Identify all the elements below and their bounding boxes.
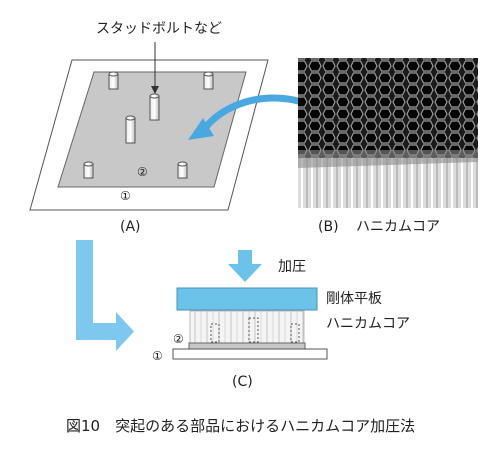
stud-bolts <box>83 71 214 179</box>
part-plate <box>57 71 247 188</box>
caption-c: (C) <box>232 374 253 390</box>
marker-2-a: ② <box>137 165 148 179</box>
rigid-plate <box>176 287 318 311</box>
marker-2-c: ② <box>173 332 184 346</box>
embedded-studs <box>210 317 300 343</box>
curved-arrow-head <box>188 118 214 140</box>
base-sheet-c <box>172 348 328 360</box>
stud-bolt <box>149 93 160 121</box>
stud-bolt <box>108 71 119 90</box>
stud-bolt <box>203 71 214 90</box>
callout-arrowhead <box>151 86 159 94</box>
pressure-label: 加圧 <box>278 259 306 275</box>
part-plate-c <box>188 342 306 350</box>
flow-arrow <box>76 240 134 351</box>
marker-1-a: ① <box>120 189 131 203</box>
caption-a: (A) <box>120 219 141 235</box>
honeycomb-label-b: ハニカムコア <box>356 219 440 235</box>
marker-1-c: ① <box>152 349 163 363</box>
honeycomb-photo <box>298 58 478 208</box>
stud-bolt <box>177 161 188 179</box>
honeycomb-core <box>189 310 305 344</box>
callout-label: スタッドボルトなど <box>96 21 222 37</box>
honeycomb-label-c: ハニカムコア <box>326 316 410 332</box>
rigid-plate-label: 剛体平板 <box>326 291 382 307</box>
figure-caption: 図10 突起のある部品におけるハニカムコア加圧法 <box>66 417 416 435</box>
stud-bolt <box>125 115 136 144</box>
caption-b: (B) <box>318 219 339 235</box>
stud-bolt <box>83 161 94 179</box>
pressure-arrow <box>228 250 262 282</box>
